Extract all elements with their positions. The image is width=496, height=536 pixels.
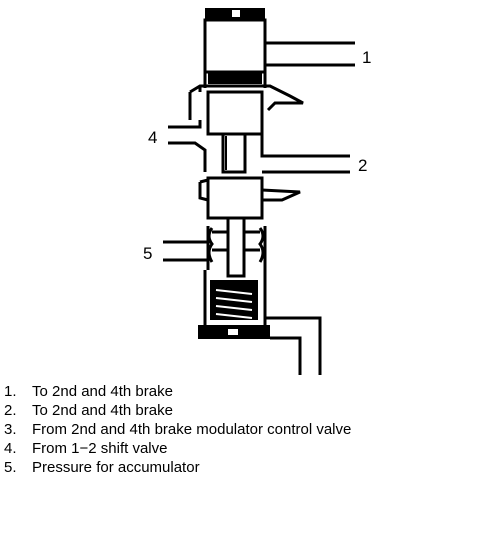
legend-text: To 2nd and 4th brake	[32, 402, 173, 419]
spring-chamber	[203, 270, 267, 325]
top-plug	[203, 8, 267, 84]
callout-2: 2	[358, 156, 367, 175]
callout-5: 5	[143, 244, 152, 263]
legend-text: From 2nd and 4th brake modulator control…	[32, 421, 352, 438]
legend-list: 1. To 2nd and 4th brake 2. To 2nd and 4t…	[4, 382, 492, 477]
legend-number: 4.	[4, 440, 17, 457]
legend-text: Pressure for accumulator	[32, 459, 200, 476]
legend-number: 5.	[4, 459, 17, 476]
legend-number: 2.	[4, 402, 17, 419]
legend-number: 1.	[4, 383, 17, 400]
legend-item: 5. Pressure for accumulator	[4, 458, 492, 477]
legend-item: 2. To 2nd and 4th brake	[4, 401, 492, 420]
upper-land	[188, 84, 304, 136]
port-4-passage	[168, 120, 207, 172]
bottom-plug	[198, 325, 270, 339]
legend-item: 1. To 2nd and 4th brake	[4, 382, 492, 401]
middle-land	[198, 176, 301, 220]
port-1-passage	[265, 41, 355, 67]
port-2-passage	[260, 134, 350, 174]
legend-item: 3. From 2nd and 4th brake modulator cont…	[4, 420, 492, 439]
legend-text: To 2nd and 4th brake	[32, 383, 173, 400]
callout-1: 1	[362, 48, 371, 67]
callout-4: 4	[148, 128, 157, 147]
port-5-passage	[163, 240, 208, 262]
legend-number: 3.	[4, 421, 17, 438]
legend-item: 4. From 1−2 shift valve	[4, 439, 492, 458]
legend-text: From 1−2 shift valve	[32, 440, 168, 457]
valve-diagram: 1 2 3 4 5	[143, 8, 371, 375]
valve-stem-upper	[221, 132, 247, 174]
port-3-passage	[265, 316, 322, 375]
accumulator-body	[206, 216, 267, 278]
